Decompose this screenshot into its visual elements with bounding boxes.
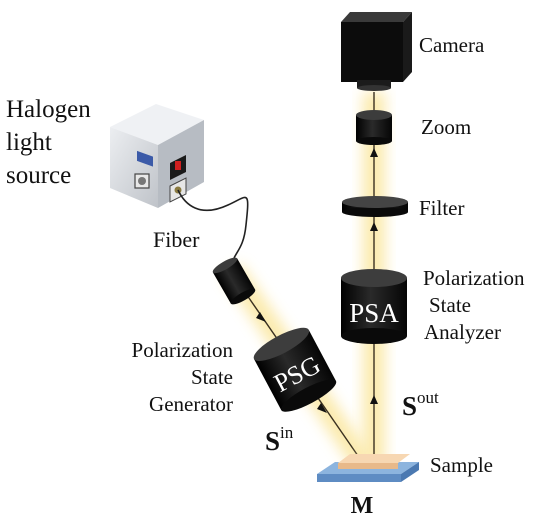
s-out-base: S — [402, 391, 417, 421]
filter-icon — [342, 196, 408, 217]
beam-arrows — [256, 148, 378, 413]
source-label-line2: light — [6, 129, 52, 156]
psg-label-line2: State — [191, 365, 233, 389]
source-label-line3: source — [6, 162, 71, 189]
filter-label: Filter — [419, 196, 465, 220]
s-out-superscript: out — [417, 388, 439, 407]
source-label-line1: Halogen — [6, 96, 91, 123]
psg-label-line1: Polarization — [132, 338, 234, 362]
m-label: M — [351, 493, 374, 519]
s-in-base: S — [265, 426, 280, 456]
psa-label-line3: Analyzer — [424, 320, 501, 344]
camera-icon — [341, 12, 412, 91]
halogen-source-icon — [110, 104, 204, 208]
psg-component: PSG — [253, 327, 337, 412]
psa-body-label: PSA — [349, 298, 399, 328]
s-in-superscript: in — [280, 423, 294, 442]
lens-icon — [356, 110, 392, 145]
labels: Halogen light source Fiber Polarization … — [6, 33, 525, 519]
fiber-label: Fiber — [153, 227, 200, 252]
psa-component: PSA — [341, 269, 407, 344]
camera-label: Camera — [419, 33, 485, 57]
s-out-symbol: Sout — [402, 388, 439, 421]
psg-label-line3: Generator — [149, 392, 233, 416]
sample-label: Sample — [430, 453, 493, 477]
psa-label-line2: State — [429, 293, 471, 317]
fiber-coupler-icon — [212, 257, 256, 305]
sample-stage-icon — [317, 454, 419, 482]
s-in-symbol: Sin — [265, 423, 294, 456]
fiber-cable — [177, 189, 249, 259]
psa-label-line1: Polarization — [423, 266, 525, 290]
zoom-label: Zoom — [421, 115, 471, 139]
